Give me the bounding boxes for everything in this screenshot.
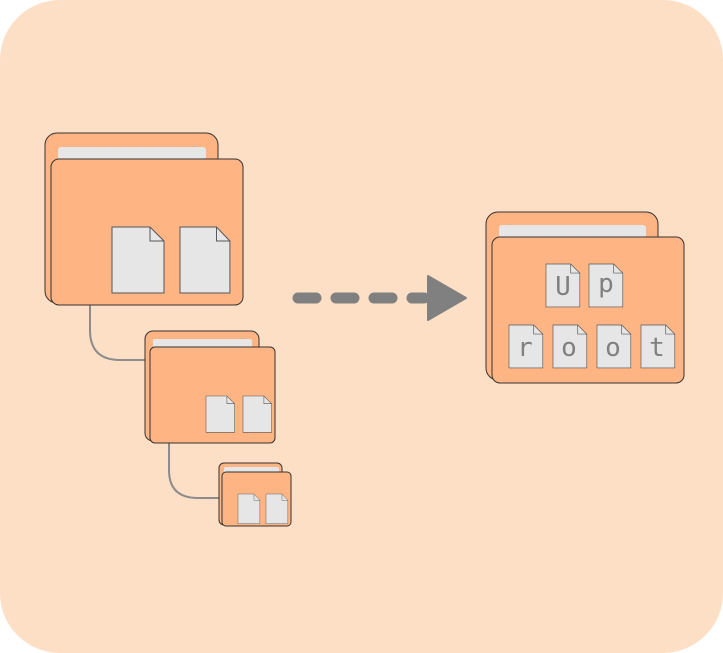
folder-icon-medium — [144, 330, 276, 444]
folder-icon-result: U p r o o t — [485, 211, 685, 384]
file-icon — [242, 395, 272, 433]
letter-file-t: t — [649, 333, 665, 363]
folder-icon-small — [218, 462, 292, 527]
file-icon — [179, 226, 231, 294]
letter-file-p: p — [598, 269, 614, 299]
letter-file-u: U — [555, 272, 571, 302]
letter-file-o2: o — [605, 333, 621, 363]
file-icon — [237, 493, 261, 524]
letter-file-r: r — [517, 333, 533, 363]
letter-file-o1: o — [561, 333, 577, 363]
connector-line-2 — [168, 443, 221, 499]
dashed-arrow-right-icon — [292, 275, 467, 321]
folder-icon-large — [44, 132, 244, 306]
file-icon — [205, 395, 235, 433]
file-icon — [265, 493, 289, 524]
connector-line-1 — [89, 305, 148, 361]
file-icon — [111, 226, 165, 294]
